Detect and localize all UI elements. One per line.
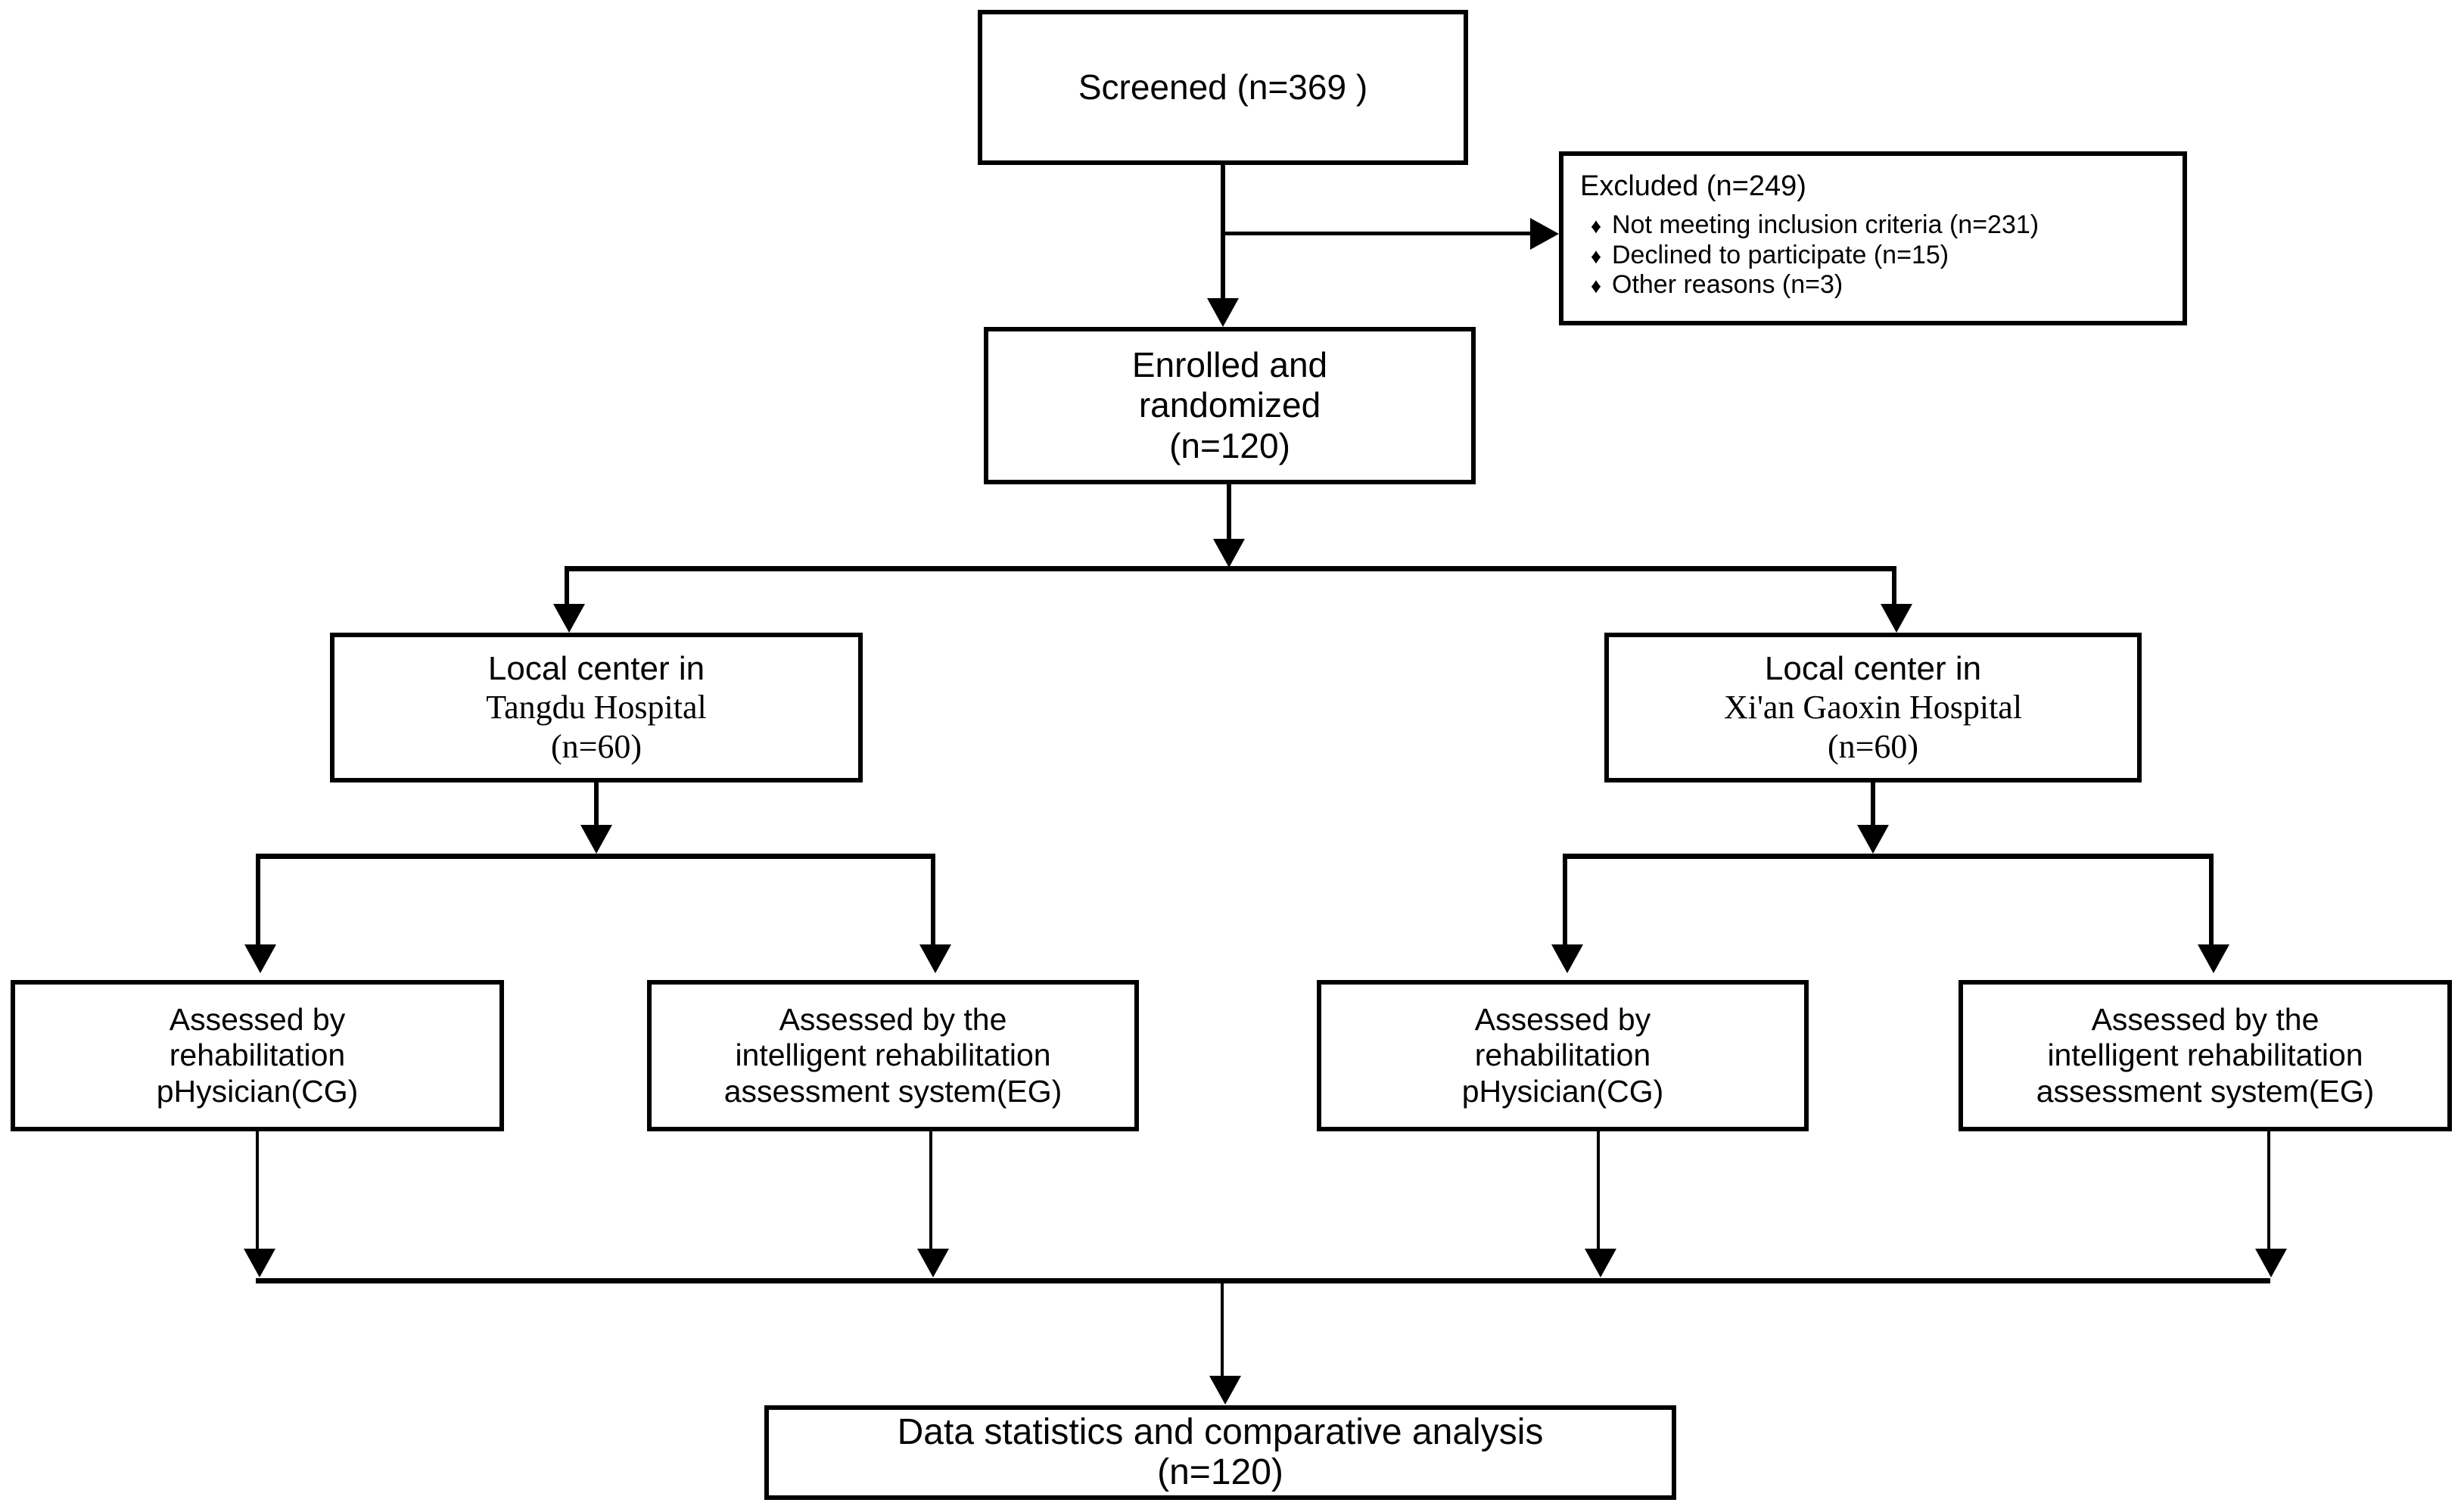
- node-assess-right-cg-line-2: rehabilitation: [1474, 1038, 1651, 1073]
- split-bar-left-assessments: [256, 854, 935, 859]
- arrowhead-to-assess-left-cg: [244, 944, 276, 973]
- diamond-bullet-icon: ♦: [1590, 214, 1602, 238]
- node-excluded: Excluded (n=249) ♦ Not meeting inclusion…: [1559, 151, 2187, 325]
- node-enrolled-randomized: Enrolled and randomized (n=120): [984, 327, 1476, 484]
- node-assess-right-eg-line-3: assessment system(EG): [2036, 1073, 2375, 1109]
- node-center-tangdu-line-1: Local center in: [487, 650, 705, 688]
- connector-merge-to-analysis: [1221, 1278, 1224, 1392]
- arrowhead-to-center-right: [1881, 604, 1912, 633]
- connector-to-assess-right-cg: [1563, 854, 1567, 960]
- connector-center-left-stem: [594, 782, 599, 845]
- node-analysis-line-1: Data statistics and comparative analysis: [897, 1411, 1544, 1452]
- split-bar-right-assessments: [1563, 854, 2214, 859]
- node-excluded-item-2-label: Other reasons (n=3): [1612, 269, 1843, 299]
- arrowhead-to-assess-left-eg: [919, 944, 951, 973]
- node-screened-line-1: Screened (n=369 ): [1078, 67, 1368, 107]
- node-assess-left-cg: Assessed by rehabilitation pHysician(CG): [11, 980, 504, 1131]
- node-center-gaoxin-line-1: Local center in: [1764, 650, 1982, 688]
- arrowhead-merge-right-cg: [1585, 1249, 1616, 1277]
- connector-screened-to-excluded: [1223, 232, 1535, 235]
- node-excluded-item-1: ♦ Declined to participate (n=15): [1580, 241, 1949, 270]
- connector-to-assess-right-eg: [2209, 854, 2214, 960]
- connector-center-right-stem: [1871, 782, 1875, 845]
- node-center-gaoxin: Local center in Xi'an Gaoxin Hospital (n…: [1604, 633, 2142, 782]
- node-enrolled-line-1: Enrolled and: [1131, 344, 1328, 384]
- arrowhead-center-right-stem: [1857, 825, 1889, 854]
- arrowhead-merge-to-analysis: [1209, 1376, 1241, 1405]
- node-excluded-item-2: ♦ Other reasons (n=3): [1580, 270, 1843, 300]
- diamond-bullet-icon: ♦: [1590, 244, 1602, 268]
- node-center-gaoxin-line-3: (n=60): [1827, 727, 1919, 765]
- node-assess-right-cg: Assessed by rehabilitation pHysician(CG): [1317, 980, 1809, 1131]
- connector-merge-from-left-cg: [256, 1131, 259, 1264]
- node-assess-left-eg-line-2: intelligent rehabilitation: [735, 1038, 1051, 1073]
- connector-split-to-center-right: [1892, 566, 1896, 619]
- arrowhead-merge-left-eg: [917, 1249, 949, 1277]
- arrowhead-enrolled-to-split: [1213, 539, 1245, 568]
- connector-merge-from-right-eg: [2267, 1131, 2270, 1264]
- node-excluded-item-1-label: Declined to participate (n=15): [1612, 240, 1949, 269]
- node-assess-right-cg-line-1: Assessed by: [1474, 1001, 1651, 1037]
- node-center-tangdu-line-3: (n=60): [550, 727, 642, 765]
- diamond-bullet-icon: ♦: [1590, 273, 1602, 297]
- arrowhead-merge-right-eg: [2255, 1249, 2287, 1277]
- node-assess-left-cg-line-3: pHysician(CG): [156, 1073, 359, 1109]
- connector-enrolled-stem: [1227, 484, 1231, 560]
- node-center-gaoxin-line-2: Xi'an Gaoxin Hospital: [1723, 689, 2023, 726]
- arrowhead-center-left-stem: [580, 825, 612, 854]
- node-center-tangdu: Local center in Tangdu Hospital (n=60): [330, 633, 863, 782]
- node-analysis-line-2: (n=120): [1157, 1451, 1283, 1492]
- node-excluded-item-0-label: Not meeting inclusion criteria (n=231): [1612, 210, 2039, 240]
- node-excluded-title: Excluded (n=249): [1580, 170, 1806, 202]
- node-assess-left-cg-line-1: Assessed by: [169, 1001, 346, 1037]
- split-bar-centers: [565, 566, 1896, 571]
- arrowhead-to-assess-right-eg: [2198, 944, 2229, 973]
- merge-bar-analysis: [256, 1278, 2270, 1283]
- node-analysis: Data statistics and comparative analysis…: [764, 1405, 1676, 1500]
- connector-to-assess-left-eg: [931, 854, 935, 960]
- node-enrolled-line-2: randomized: [1138, 385, 1321, 425]
- arrowhead-to-center-left: [553, 604, 585, 633]
- node-assess-left-eg: Assessed by the intelligent rehabilitati…: [647, 980, 1139, 1131]
- node-enrolled-line-3: (n=120): [1169, 425, 1290, 465]
- connector-split-to-center-left: [565, 566, 569, 619]
- node-excluded-item-0: ♦ Not meeting inclusion criteria (n=231): [1580, 210, 2039, 240]
- connector-to-assess-left-cg: [256, 854, 260, 960]
- node-center-tangdu-line-2: Tangdu Hospital: [486, 689, 707, 726]
- arrowhead-to-assess-right-cg: [1551, 944, 1583, 973]
- arrowhead-merge-left-cg: [244, 1249, 275, 1277]
- node-assess-right-cg-line-3: pHysician(CG): [1461, 1073, 1664, 1109]
- node-assess-left-eg-line-1: Assessed by the: [779, 1001, 1007, 1037]
- node-assess-left-cg-line-2: rehabilitation: [169, 1038, 346, 1073]
- arrowhead-screened-to-enrolled: [1207, 298, 1239, 327]
- node-assess-right-eg: Assessed by the intelligent rehabilitati…: [1959, 980, 2452, 1131]
- node-assess-right-eg-line-1: Assessed by the: [2091, 1001, 2319, 1037]
- node-screened: Screened (n=369 ): [978, 10, 1468, 165]
- node-assess-right-eg-line-2: intelligent rehabilitation: [2047, 1038, 2363, 1073]
- connector-merge-from-right-cg: [1597, 1131, 1600, 1264]
- arrowhead-screened-to-excluded: [1530, 218, 1559, 250]
- connector-merge-from-left-eg: [929, 1131, 932, 1264]
- node-assess-left-eg-line-3: assessment system(EG): [723, 1073, 1062, 1109]
